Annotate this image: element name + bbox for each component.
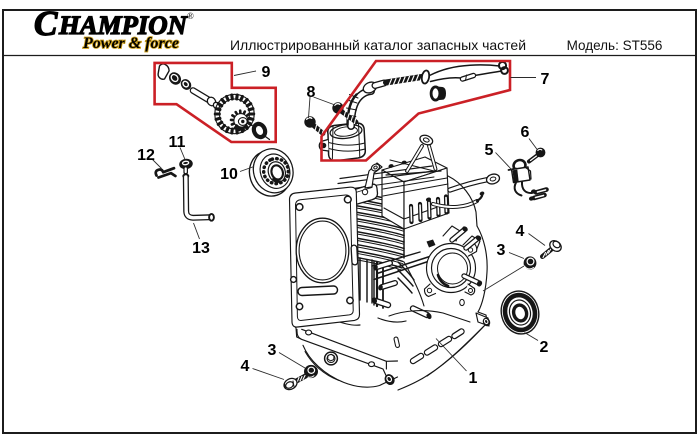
svg-text:C: C (34, 4, 58, 43)
svg-text:13: 13 (192, 240, 210, 257)
svg-text:7: 7 (541, 71, 550, 88)
svg-text:Модель: ST556: Модель: ST556 (567, 38, 663, 53)
svg-text:HAMPION: HAMPION (58, 11, 188, 40)
svg-text:10: 10 (220, 166, 238, 183)
svg-text:6: 6 (521, 124, 530, 141)
svg-text:2: 2 (540, 339, 549, 356)
svg-text:4: 4 (516, 223, 525, 240)
svg-text:4: 4 (241, 358, 250, 375)
svg-text:8: 8 (307, 84, 316, 101)
svg-text:1: 1 (469, 370, 478, 387)
svg-text:Power & force: Power & force (82, 35, 179, 52)
svg-text:11: 11 (169, 134, 186, 151)
svg-text:12: 12 (137, 147, 155, 164)
svg-text:5: 5 (485, 142, 494, 159)
svg-text:®: ® (187, 11, 194, 21)
svg-text:3: 3 (497, 242, 506, 259)
svg-text:Иллюстрированный каталог запас: Иллюстрированный каталог запасных частей (230, 37, 526, 53)
svg-text:3: 3 (268, 342, 277, 359)
svg-text:9: 9 (262, 64, 271, 81)
